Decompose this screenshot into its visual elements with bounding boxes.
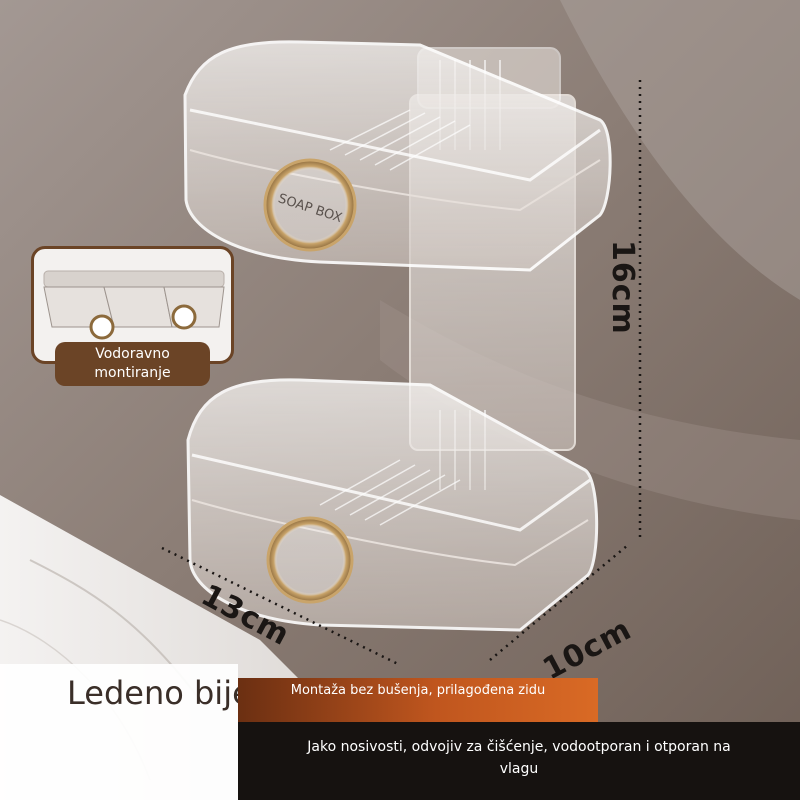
horizontal-mount-illustration [43, 270, 225, 340]
height-dimension-label: 16cm [605, 240, 640, 335]
mounting-feature-banner: Montaža bez bušenja, prilagođena zidu [238, 678, 598, 722]
color-panel [0, 664, 238, 800]
properties-feature-banner: Jako nosivosti, odvojiv za čišćenje, vod… [238, 722, 800, 800]
horizontal-mount-label: Vodoravno montiranje [55, 342, 210, 386]
